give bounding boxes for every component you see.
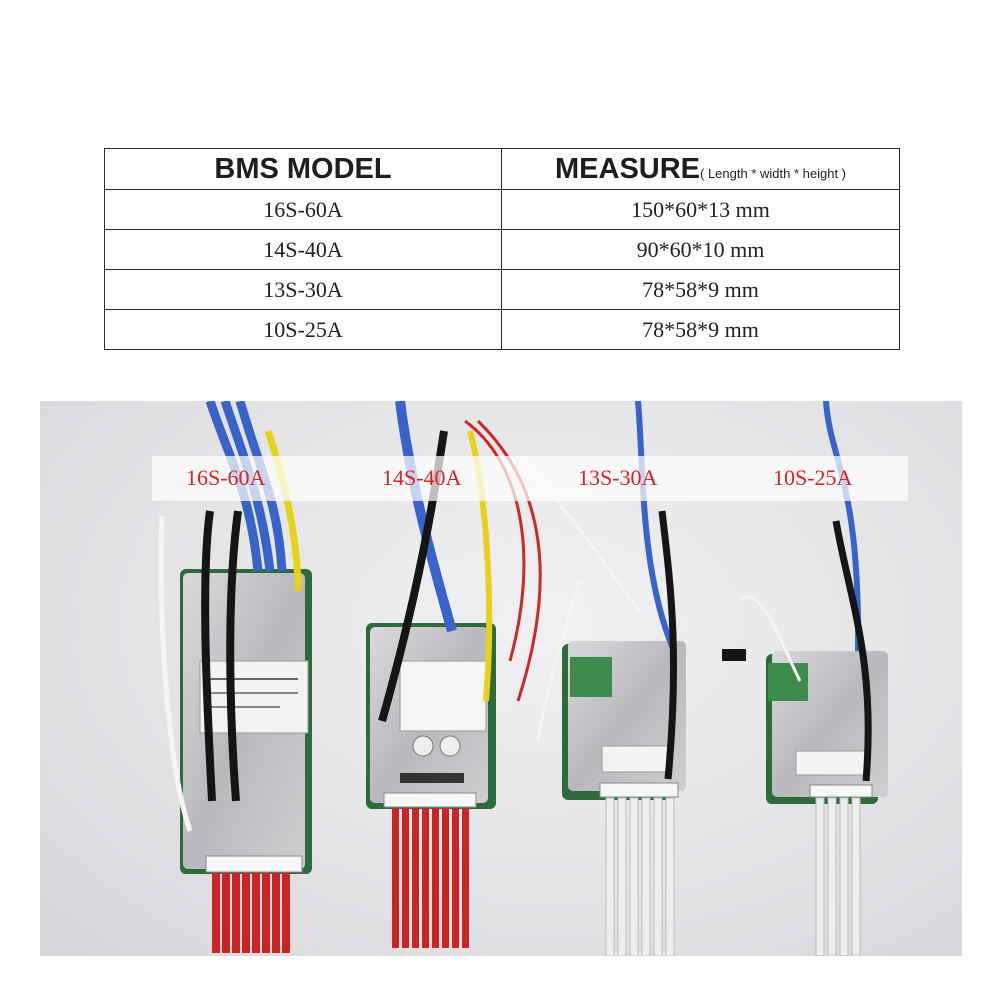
measure-cell: 90*60*10 mm (501, 229, 900, 270)
board-label: 10S-25A (773, 465, 853, 490)
bms-product-photo: 16S-60A 14S-40A 13S-30A 10S-25A (40, 401, 962, 956)
bms-spec-table: BMS MODEL MEASURE( Length * width * heig… (104, 148, 900, 350)
model-cell: 14S-40A (104, 229, 502, 270)
board-14s-40a (366, 401, 542, 948)
board-label: 14S-40A (382, 465, 462, 490)
measure-cell: 78*58*9 mm (501, 309, 900, 350)
measure-cell: 150*60*13 mm (501, 189, 900, 230)
header-measure: MEASURE( Length * width * height ) (501, 148, 900, 190)
table-row: 14S-40A 90*60*10 mm (104, 229, 900, 270)
board-16s-60a (158, 401, 312, 953)
bms-boards-illustration (158, 401, 888, 956)
board-label: 13S-30A (578, 465, 658, 490)
header-measure-label: MEASURE (555, 152, 701, 185)
board-13s-30a (518, 401, 686, 956)
table-row: 10S-25A 78*58*9 mm (104, 309, 900, 350)
model-cell: 10S-25A (104, 309, 502, 350)
header-measure-note: ( Length * width * height ) (700, 165, 846, 181)
header-model: BMS MODEL (104, 148, 502, 190)
board-10s-25a (722, 401, 888, 956)
table-header-row: BMS MODEL MEASURE( Length * width * heig… (104, 148, 900, 190)
measure-cell: 78*58*9 mm (501, 269, 900, 310)
model-cell: 16S-60A (104, 189, 502, 230)
table-row: 13S-30A 78*58*9 mm (104, 269, 900, 310)
model-cell: 13S-30A (104, 269, 502, 310)
table-row: 16S-60A 150*60*13 mm (104, 189, 900, 230)
board-label: 16S-60A (186, 465, 266, 490)
model-label-band (152, 456, 908, 501)
